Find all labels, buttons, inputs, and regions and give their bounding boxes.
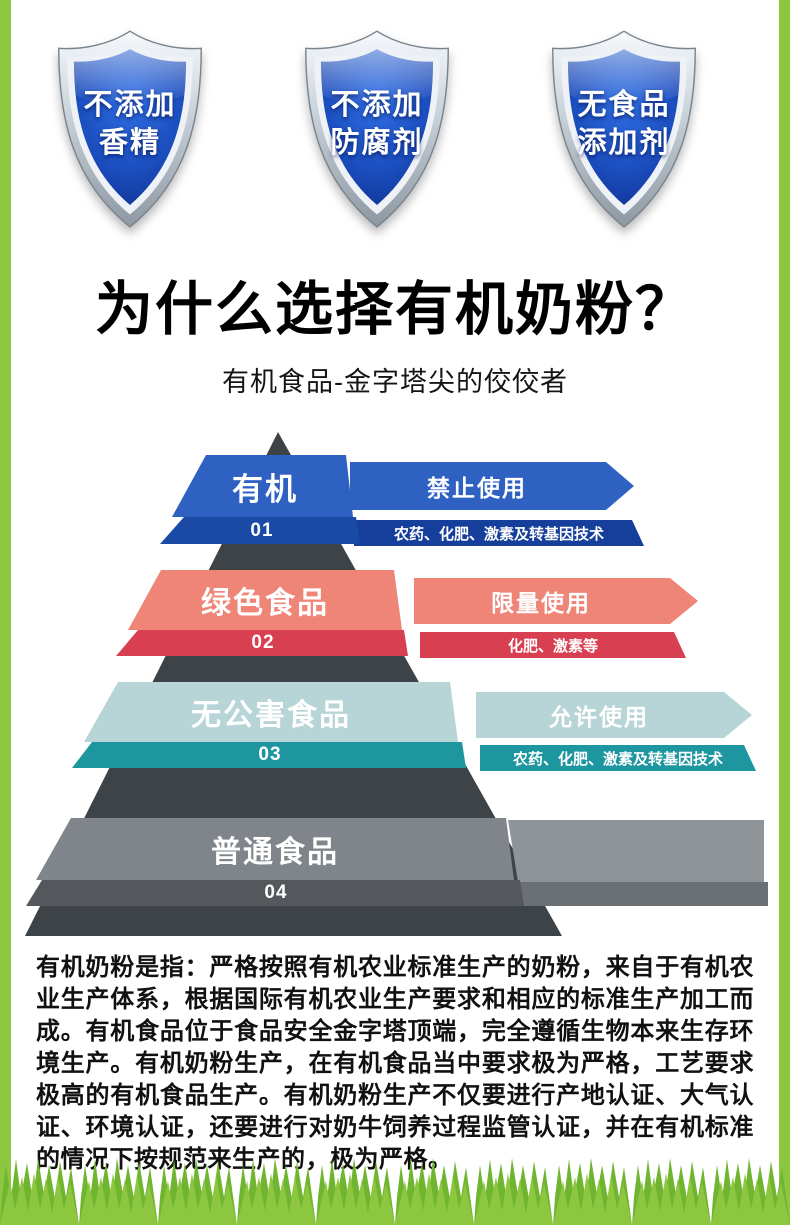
level-2-label: 绿色食品 [201, 587, 329, 620]
pyramid-level-1-number-strip: 01 [160, 517, 360, 544]
level-1-ribbon-note-text: 农药、化肥、激素及转基因技术 [393, 525, 604, 543]
badge-text-line1: 不添加 [83, 89, 177, 121]
level-3-ribbon-note-text: 农药、化肥、激素及转基因技术 [512, 750, 723, 768]
level-2-ribbon-note-text: 化肥、激素等 [507, 637, 598, 655]
badge-text-line2: 香精 [98, 127, 161, 160]
level-4-label: 普通食品 [211, 836, 339, 869]
pyramid-level-3-ribbon-note: 农药、化肥、激素及转基因技术 [480, 745, 756, 771]
level-2-number: 02 [251, 632, 275, 653]
badge-no-additives: 无食品 添加剂 [548, 24, 700, 236]
pyramid-level-3-number-strip: 03 [72, 742, 466, 768]
level-1-ribbon-title: 禁止使用 [427, 475, 527, 501]
pyramid-level-2-number-strip: 02 [116, 630, 408, 656]
level-3-number: 03 [258, 744, 282, 765]
pyramid-level-4-number-strip: 04 [26, 880, 524, 906]
pyramid-level-2-ribbon-note: 化肥、激素等 [420, 632, 686, 658]
pyramid-level-3-ribbon: 允许使用 [476, 692, 752, 738]
grass-border [0, 1153, 790, 1225]
badge-no-flavoring: 不添加 香精 [54, 24, 206, 236]
pyramid-level-4-band: 普通食品 [36, 818, 514, 880]
badge-text-line1: 无食品 [577, 89, 671, 121]
badge-no-preservatives: 不添加 防腐剂 [301, 24, 453, 236]
pyramid-level-4-strip-extension [518, 882, 768, 906]
level-2-ribbon-title: 限量使用 [491, 590, 591, 616]
pyramid-level-1-ribbon: 禁止使用 [350, 462, 634, 510]
level-3-ribbon-title: 允许使用 [549, 704, 649, 730]
badge-text-line2: 防腐剂 [330, 127, 424, 160]
badge-text-line2: 添加剂 [577, 127, 671, 160]
badge-text: 不添加 香精 [54, 86, 206, 163]
level-4-number: 04 [264, 882, 288, 903]
pyramid-level-1-band: 有机 [172, 455, 353, 517]
description-paragraph: 有机奶粉是指：严格按照有机农业标准生产的奶粉，来自于有机农业生产体系，根据国际有… [36, 954, 754, 1173]
level-1-label: 有机 [232, 471, 298, 507]
badge-row: 不添加 香精 不添加 防腐剂 无食品 [54, 24, 700, 236]
pyramid-level-2-ribbon: 限量使用 [414, 578, 698, 624]
pyramid-level-3-band: 无公害食品 [84, 682, 458, 742]
shield-icon [552, 30, 696, 228]
pyramid-level-2-band: 绿色食品 [128, 570, 402, 630]
badge-text: 无食品 添加剂 [548, 86, 700, 163]
left-green-border [0, 0, 11, 1225]
right-green-border [779, 0, 790, 1225]
pyramid-level-1-ribbon-note: 农药、化肥、激素及转基因技术 [354, 520, 644, 546]
page-subtitle: 有机食品-金字塔尖的佼佼者 [222, 367, 568, 397]
pyramid-level-4-ribbon-extension [508, 820, 764, 882]
page-title: 为什么选择有机奶粉？ [94, 277, 695, 342]
pyramid-diagram: 有机 01 禁止使用 农药、化肥、激素及转基因技术 绿色食品 02 限量使用 化… [0, 420, 790, 940]
badge-text-line1: 不添加 [330, 89, 424, 121]
badge-text: 不添加 防腐剂 [301, 86, 453, 163]
level-3-label: 无公害食品 [191, 699, 351, 732]
shield-icon [58, 30, 202, 228]
shield-icon [305, 30, 449, 228]
level-1-number: 01 [250, 519, 274, 541]
